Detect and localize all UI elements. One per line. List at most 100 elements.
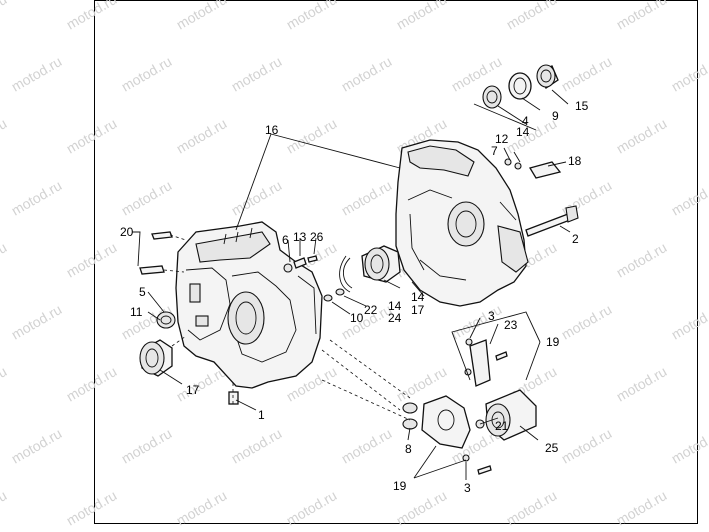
watermark-text: motod.ru — [614, 0, 670, 33]
watermark-text: motod.ru — [64, 0, 120, 33]
label-3-top: 3 — [488, 309, 495, 323]
label-26: 26 — [310, 230, 324, 244]
watermark-text: motod.ru — [174, 0, 230, 33]
label-11: 11 — [130, 305, 143, 319]
watermark-text: motod.ru — [9, 301, 65, 342]
label-25: 25 — [545, 441, 559, 455]
watermark-text: motod.ru — [614, 239, 670, 280]
watermark-text: motod.ru — [0, 115, 9, 156]
label-21: 21 — [495, 419, 509, 433]
watermark-text: motod.ru — [669, 301, 709, 342]
label-10: 10 — [350, 311, 364, 325]
watermark-text: motod.ru — [0, 487, 9, 528]
watermark-text: motod.ru — [119, 53, 175, 94]
o-ring — [402, 402, 418, 414]
label-4: 4 — [522, 114, 529, 128]
leader-lines — [132, 89, 571, 480]
watermark-text: motod.ru — [559, 53, 615, 94]
left-crankcase — [175, 221, 323, 389]
watermark-text: motod.ru — [614, 115, 670, 156]
watermark-text: motod.ru — [9, 177, 65, 218]
watermark-text: motod.ru — [394, 0, 450, 33]
watermark-text: motod.ru — [284, 487, 340, 528]
label-14-top: 14 — [516, 125, 530, 139]
watermark-text: motod.ru — [449, 301, 505, 342]
watermark-text: motod.ru — [559, 301, 615, 342]
watermark-text: motod.ru — [64, 487, 120, 528]
watermark-text: motod.ru — [669, 53, 709, 94]
watermark-text: motod.ru — [119, 425, 175, 466]
watermark-text: motod.ru — [64, 363, 120, 404]
watermark-text: motod.ru — [284, 0, 340, 33]
label-9: 9 — [552, 109, 559, 123]
watermark-text: motod.ru — [339, 425, 395, 466]
label-5: 5 — [139, 285, 146, 299]
right-crankcase — [395, 139, 529, 307]
watermark-text: motod.ru — [119, 177, 175, 218]
watermark-text: motod.ru — [504, 115, 560, 156]
watermark-text: motod.ru — [504, 487, 560, 528]
stud-set — [139, 231, 187, 275]
label-7: 7 — [491, 144, 498, 158]
label-24: 24 — [388, 311, 402, 325]
watermark-text: motod.ru — [669, 177, 709, 218]
label-20: 20 — [120, 225, 134, 239]
watermark-text: motod.ru — [0, 0, 9, 33]
retaining-ring — [343, 257, 353, 289]
label-13: 13 — [293, 230, 307, 244]
watermark-text: motod.ru — [614, 363, 670, 404]
watermark-text: motod.ru — [394, 487, 450, 528]
plug-small — [504, 158, 512, 166]
inner-bearing — [361, 245, 401, 283]
label-6: 6 — [282, 233, 289, 247]
oil-filter — [485, 389, 537, 441]
watermark-text: motod.ru — [339, 177, 395, 218]
watermark-text: motod.ru — [174, 487, 230, 528]
seal-ring — [156, 311, 176, 329]
label-8: 8 — [405, 442, 412, 456]
watermark-text: motod.ru — [559, 425, 615, 466]
watermark-text: motod.ru — [9, 53, 65, 94]
long-bolt — [525, 205, 579, 237]
label-2: 2 — [572, 232, 579, 246]
bearing-stack — [482, 64, 559, 109]
gasket-plate — [529, 161, 562, 179]
watermark-text: motod.ru — [229, 425, 285, 466]
watermark-text: motod.ru — [0, 363, 9, 404]
label-1: 1 — [258, 408, 265, 422]
fitting — [293, 257, 307, 269]
label-22: 22 — [364, 303, 378, 317]
label-17-right: 17 — [411, 303, 425, 317]
watermark-text: motod.ru — [339, 53, 395, 94]
label-23: 23 — [504, 318, 518, 332]
watermark-text: motod.ru — [64, 115, 120, 156]
watermark-text: motod.ru — [9, 425, 65, 466]
label-18: 18 — [568, 154, 582, 168]
watermark-text: motod.ru — [284, 115, 340, 156]
filter-bracket — [464, 338, 508, 387]
label-14-right: 14 — [411, 290, 425, 304]
label-19-bottom: 19 — [393, 479, 407, 493]
watermark-text: motod.ru — [174, 115, 230, 156]
drain-plug — [228, 391, 239, 405]
label-17-left: 17 — [186, 383, 200, 397]
watermark-text: motod.ru — [229, 53, 285, 94]
watermark-text: motod.ru — [64, 239, 120, 280]
watermark-text: motod.ru — [504, 0, 560, 33]
watermark-text: motod.ru — [669, 425, 709, 466]
oil-filter-adapter — [421, 395, 471, 449]
watermark-text: motod.ru — [614, 487, 670, 528]
label-14-mid: 14 — [388, 299, 402, 313]
label-16: 16 — [265, 123, 279, 137]
watermark-text: motod.ru — [0, 239, 9, 280]
label-12: 12 — [495, 132, 509, 146]
label-3-bottom: 3 — [464, 481, 471, 495]
dowel-pin — [323, 294, 333, 302]
label-15: 15 — [575, 99, 589, 113]
main-bearing-left — [139, 339, 173, 377]
label-19-top: 19 — [546, 335, 560, 349]
washer-small — [283, 263, 293, 273]
